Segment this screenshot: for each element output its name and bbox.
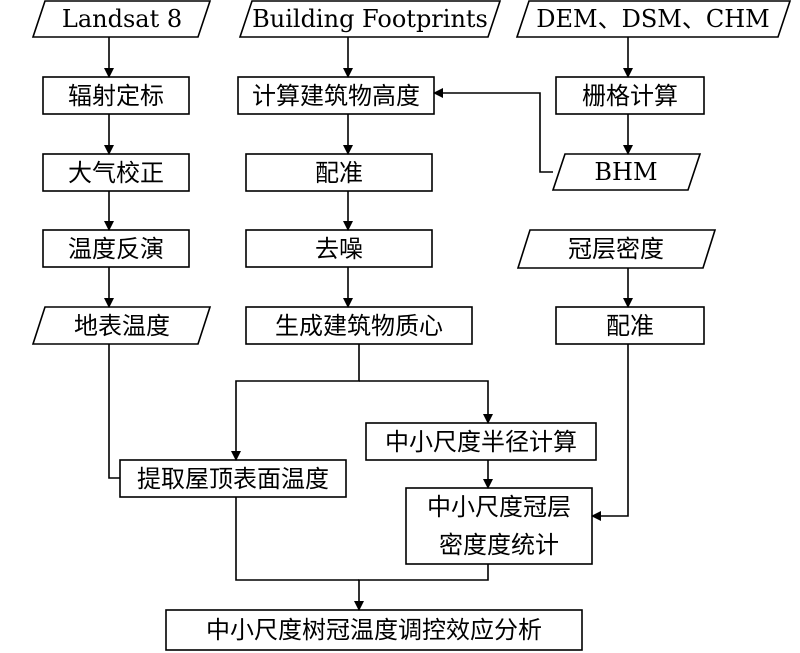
atmospheric-label: 大气校正 — [68, 159, 164, 187]
canopy-stats-label-1: 中小尺度冠层 — [427, 493, 571, 521]
connector — [231, 344, 360, 461]
final-label: 中小尺度树冠温度调控效应分析 — [206, 616, 542, 644]
footprints-label: Building Footprints — [252, 5, 488, 33]
canopy-input-shape — [516, 229, 717, 269]
lst-label: 地表温度 — [74, 312, 170, 340]
bhm-label: BHM — [594, 158, 657, 186]
dem-input-shape — [515, 0, 792, 38]
connector — [235, 497, 359, 581]
building-height-label: 计算建筑物高度 — [252, 82, 420, 110]
connector — [354, 564, 489, 611]
landsat-input-shape — [31, 0, 212, 38]
temp-inversion-label: 温度反演 — [68, 235, 164, 263]
denoise-box — [245, 229, 433, 268]
register-b-label: 配准 — [606, 312, 654, 340]
radius-calc-box — [365, 422, 597, 461]
connector — [591, 344, 629, 521]
canopy-label: 冠层密度 — [568, 235, 664, 263]
register-a-label: 配准 — [315, 159, 363, 187]
bhm-input-shape — [551, 153, 702, 191]
landsat-label: Landsat 8 — [62, 5, 182, 33]
canopy-stats-label-2: 密度度统计 — [439, 531, 559, 559]
denoise-label: 去噪 — [315, 235, 363, 263]
connector — [433, 88, 553, 173]
register-a-box — [245, 153, 433, 192]
lst-input-shape — [31, 306, 212, 345]
final-box — [165, 609, 583, 651]
footprints-input-shape — [238, 0, 502, 38]
roof-temp-label: 提取屋顶表面温度 — [137, 465, 329, 493]
temp-inversion-box — [42, 229, 190, 268]
canopy-stats-box — [405, 487, 593, 565]
radiometric-box — [42, 76, 190, 115]
dem-label: DEM、DSM、CHM — [536, 5, 769, 33]
raster-calc-label: 栅格计算 — [582, 82, 678, 110]
connector — [108, 344, 120, 479]
atmospheric-box — [42, 153, 190, 192]
radius-calc-label: 中小尺度半径计算 — [385, 428, 577, 456]
connector — [359, 380, 493, 424]
centroid-label: 生成建筑物质心 — [275, 312, 443, 340]
radiometric-label: 辐射定标 — [68, 82, 164, 110]
